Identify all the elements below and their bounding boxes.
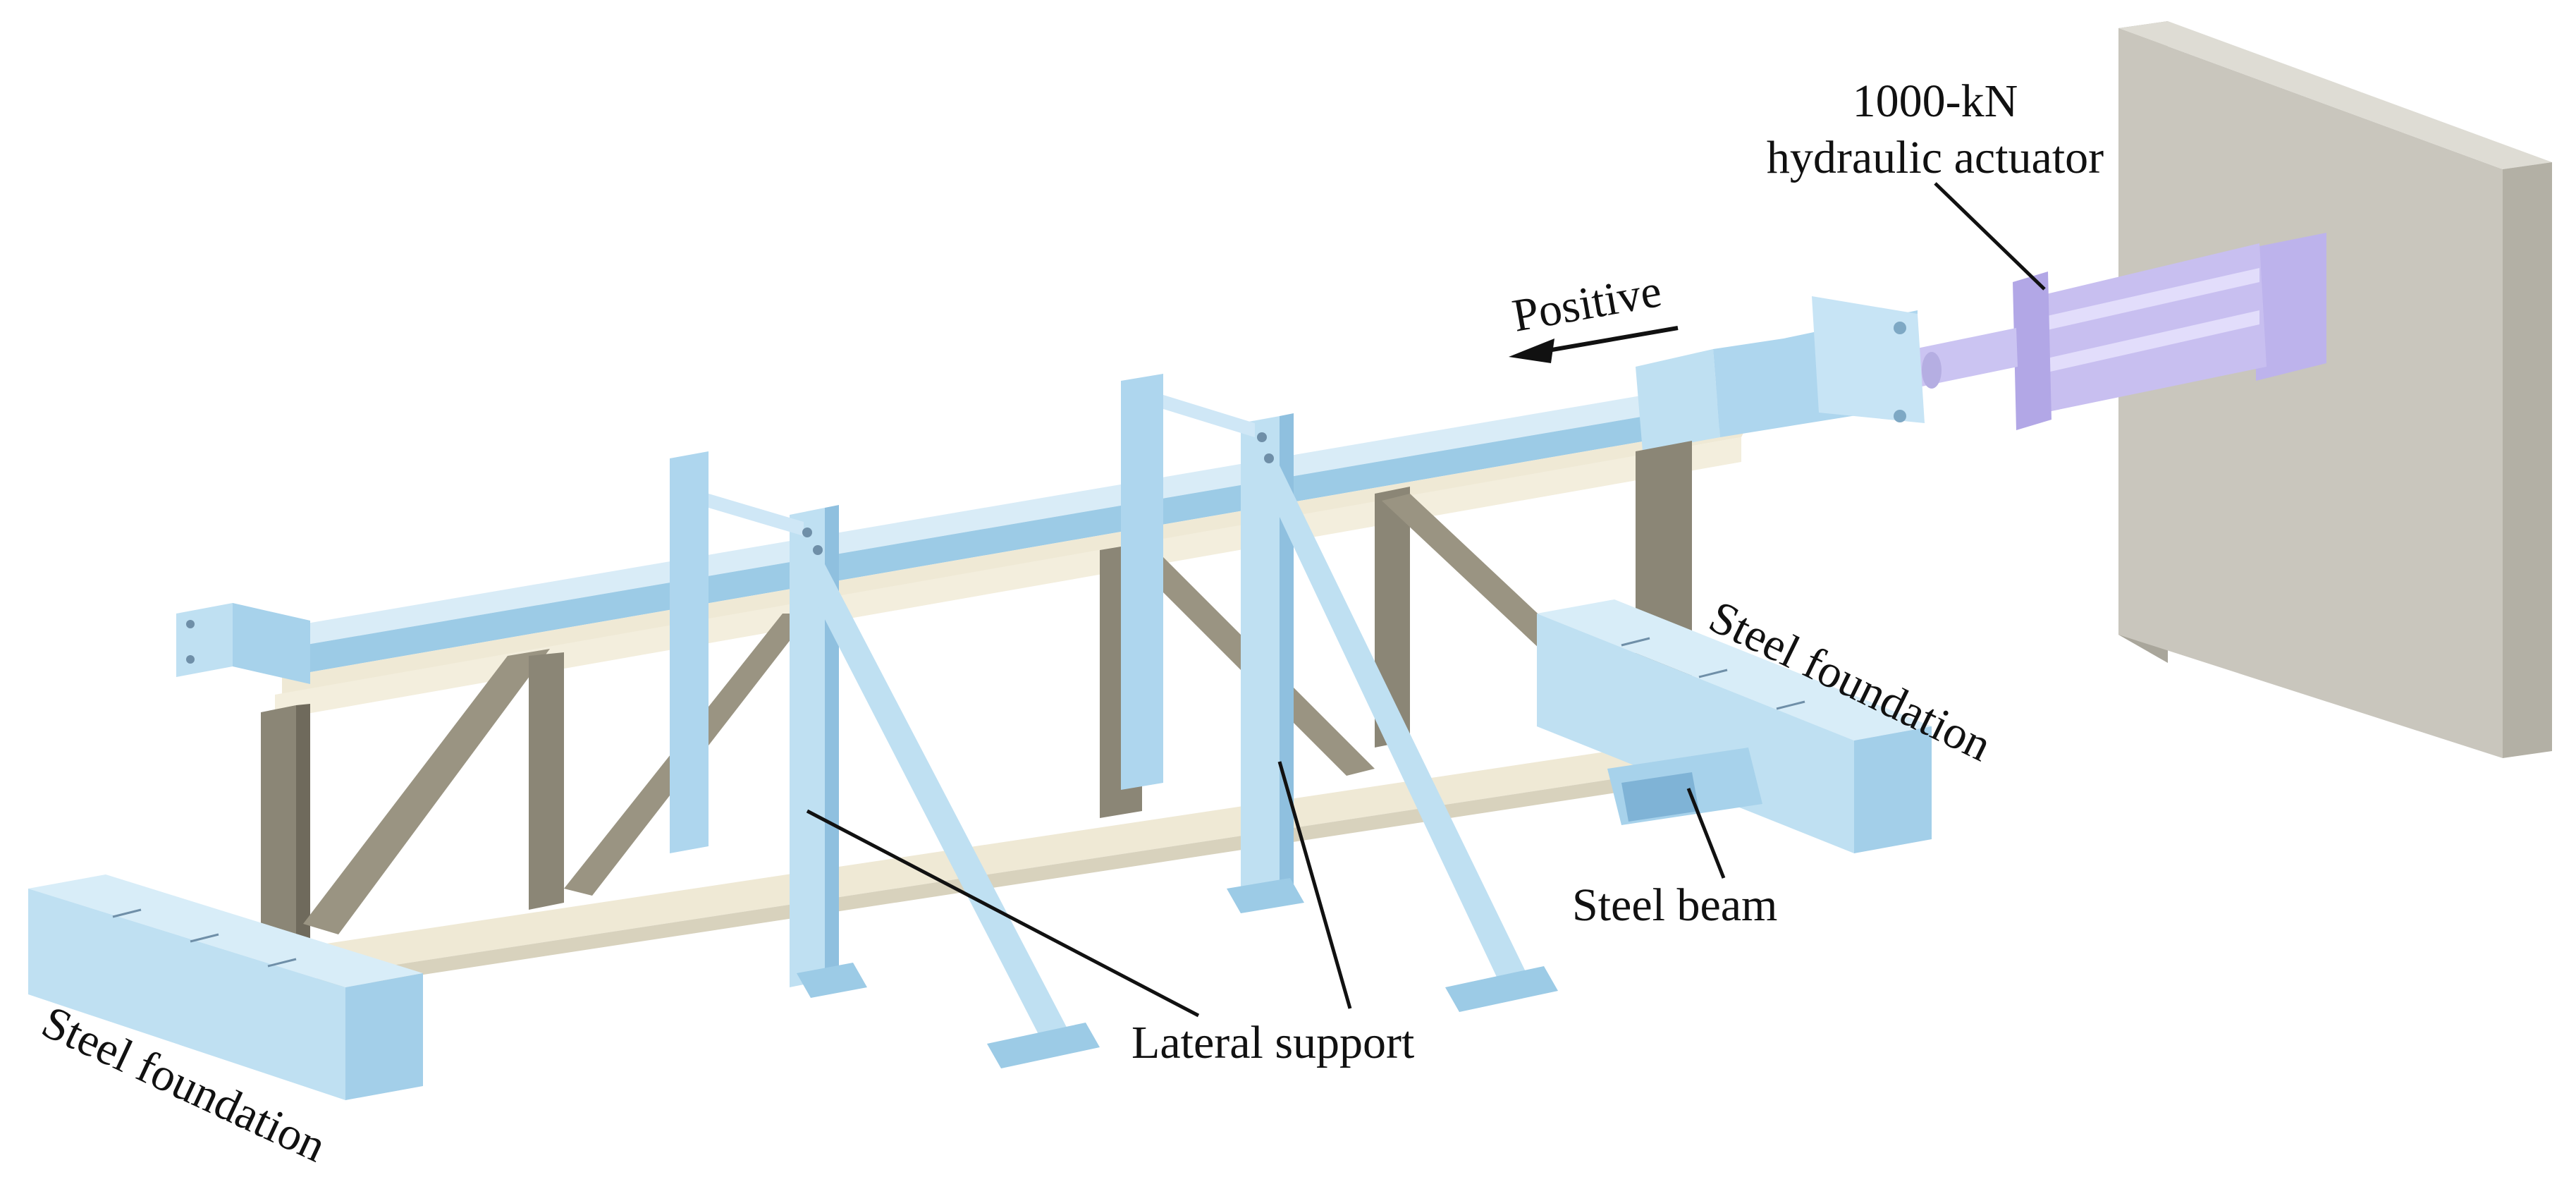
leader-steel-beam bbox=[1686, 788, 1726, 879]
loading-beam bbox=[275, 377, 1748, 719]
hydraulic-actuator bbox=[1896, 233, 2326, 430]
actuator-label-line2: hydraulic actuator bbox=[1767, 132, 2104, 183]
reaction-wall bbox=[2118, 21, 2552, 758]
lateral-support-1 bbox=[670, 451, 1100, 1068]
leader-lateral-support-1 bbox=[806, 809, 1200, 1018]
steel-beam bbox=[1607, 748, 1762, 825]
steel-foundation-right bbox=[1537, 599, 1932, 853]
steel-foundation-left bbox=[28, 874, 423, 1100]
positive-direction-arrow bbox=[1509, 326, 1679, 363]
leader-actuator bbox=[1934, 182, 2046, 291]
leader-lateral-support-2 bbox=[1277, 761, 1352, 1009]
lateral-support-label: Lateral support bbox=[1131, 1017, 1414, 1068]
loading-head bbox=[1636, 296, 1925, 451]
leader-lines bbox=[806, 182, 2046, 1018]
steel-beam-label: Steel beam bbox=[1572, 879, 1777, 931]
left-end-plate bbox=[176, 603, 310, 684]
specimen-frame bbox=[261, 441, 1727, 991]
actuator-label-line1: 1000-kN bbox=[1853, 75, 2018, 127]
positive-label: Positive bbox=[1509, 265, 1665, 342]
